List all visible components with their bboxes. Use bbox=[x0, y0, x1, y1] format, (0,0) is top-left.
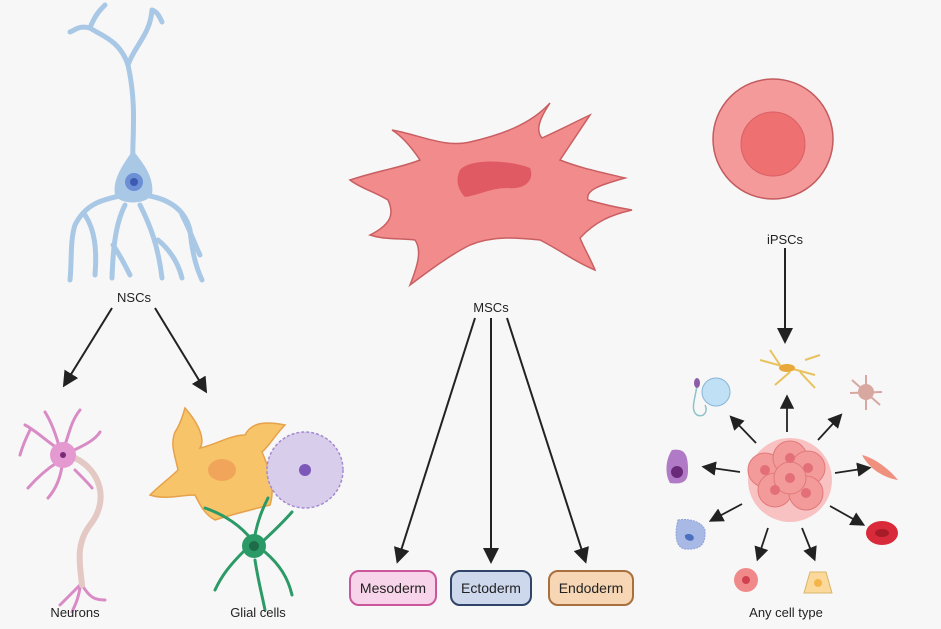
nsc-cell bbox=[67, 2, 205, 283]
mesoderm-label: Mesoderm bbox=[359, 580, 427, 596]
neuron-cell bbox=[18, 408, 107, 614]
goblet-nucleus bbox=[671, 466, 683, 478]
ectoderm-box: Ectoderm bbox=[450, 570, 532, 606]
arrow-nsc-to-neurons bbox=[62, 307, 113, 388]
dendritic-soma bbox=[858, 384, 874, 400]
astrocyte-nucleus bbox=[208, 459, 236, 481]
arrow-msc-to-mesoderm bbox=[394, 317, 476, 564]
endoderm-label: Endoderm bbox=[558, 580, 624, 596]
ipsc-nucleus bbox=[740, 111, 806, 177]
neuron-axon bbox=[72, 455, 104, 588]
ectoderm-label: Ectoderm bbox=[461, 580, 521, 596]
oligodendrocyte-green bbox=[203, 496, 294, 612]
neuron-yellow-soma bbox=[779, 364, 795, 372]
neurons-label: Neurons bbox=[50, 605, 100, 620]
microglia-nucleus bbox=[299, 464, 311, 476]
rbc-center bbox=[875, 529, 889, 537]
msc-nucleus bbox=[457, 161, 532, 197]
cell-type-sperm-head bbox=[694, 378, 700, 388]
neuron-nucleus bbox=[60, 452, 66, 458]
mesoderm-box: Mesoderm bbox=[349, 570, 437, 606]
nsc-label: NSCs bbox=[117, 290, 151, 305]
ipsc-colony bbox=[747, 438, 832, 522]
hepatocyte-nucleus bbox=[742, 576, 750, 584]
glial-cells-label: Glial cells bbox=[230, 605, 286, 620]
nsc-nucleolus bbox=[130, 178, 138, 186]
arrow-msc-to-endoderm bbox=[506, 317, 589, 564]
any-cell-type-label: Any cell type bbox=[749, 605, 823, 620]
arrow-nsc-to-glial bbox=[154, 307, 208, 394]
cell-type-egg bbox=[701, 377, 731, 407]
ipsc-label: iPSCs bbox=[766, 232, 804, 247]
cell-type-sperm-tail bbox=[692, 384, 707, 417]
msc-label: MSCs bbox=[473, 300, 509, 315]
radial-arrows bbox=[701, 394, 872, 562]
msc-cell bbox=[348, 102, 633, 288]
oligodendrocyte-nucleus bbox=[249, 541, 259, 551]
cell-type-muscle bbox=[862, 455, 898, 480]
endoderm-box: Endoderm bbox=[548, 570, 634, 606]
epithelial-nucleus bbox=[684, 533, 694, 541]
beta-nucleus bbox=[814, 579, 822, 587]
